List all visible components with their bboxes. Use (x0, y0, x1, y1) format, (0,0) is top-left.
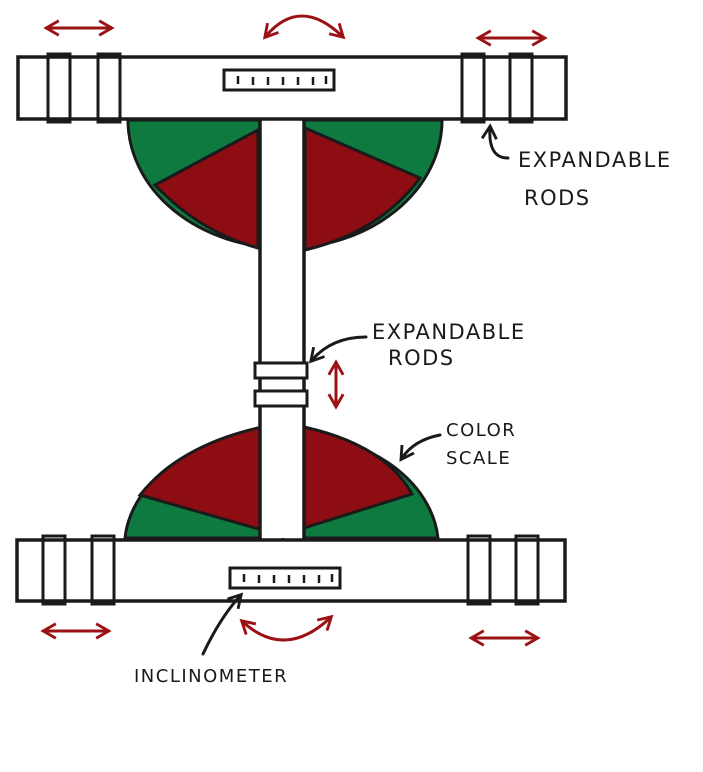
color-scale-label-line2: SCALE (446, 448, 512, 469)
curved-double-arrow-icon (262, 14, 346, 40)
vertical-rod (253, 98, 309, 562)
inclinometer-label: INCLINOMETER (134, 666, 289, 687)
middle-rods-label-line2: RODS (388, 346, 455, 370)
bottom-bar (15, 534, 567, 606)
top-rods-label-line1: EXPANDABLE (518, 148, 672, 172)
pointer-arrow-icon (480, 123, 510, 160)
color-scale-label-line1: COLOR (446, 420, 517, 441)
bottom-inclinometer-icon (228, 566, 342, 590)
pointer-arrow-icon (399, 433, 442, 462)
top-rods-label-line2: RODS (524, 186, 591, 210)
pointer-arrow-icon (308, 335, 368, 364)
middle-rods-label-line1: EXPANDABLE (372, 320, 526, 344)
pointer-arrow-icon (201, 592, 244, 656)
curved-double-arrow-icon (239, 614, 334, 642)
top-inclinometer-icon (222, 68, 336, 92)
